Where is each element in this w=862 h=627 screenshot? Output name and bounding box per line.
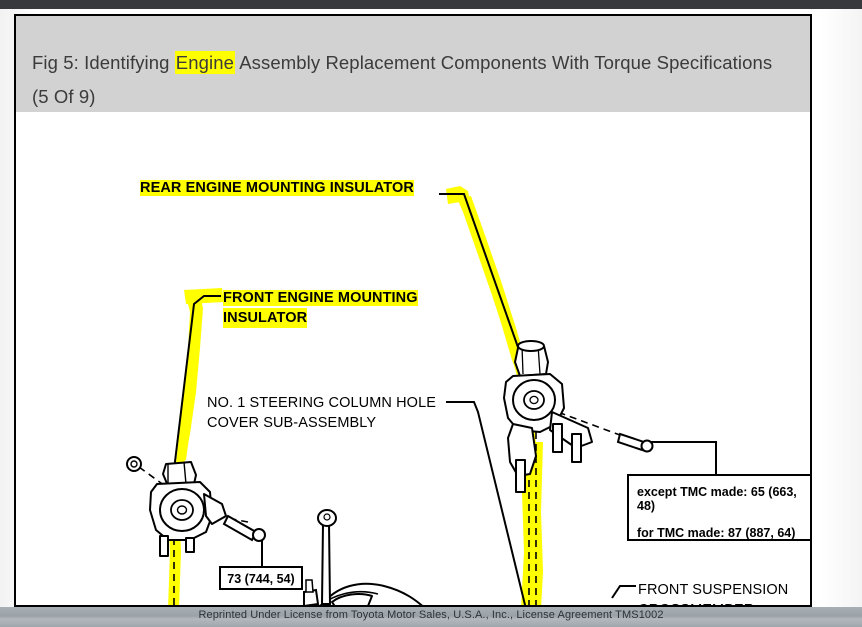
torque-spec-box-front-mount: 73 (744, 54) — [219, 566, 303, 590]
diagram-artwork — [126, 186, 717, 605]
torque-spec-box-rear-mount: except TMC made: 65 (663, 48) for TMC mad… — [627, 474, 810, 541]
label-front-engine-mounting-insulator-line1: FRONT ENGINE MOUNTING — [223, 290, 418, 306]
label-front-suspension-crossmember-line1: FRONT SUSPENSION — [638, 582, 789, 598]
leader-steering-cover — [446, 401, 527, 605]
figure-header: Fig 5: Identifying Engine Assembly Repla… — [16, 16, 810, 112]
engine-mount-diagram: REAR ENGINE MOUNTING INSULATOR FRONT ENG… — [16, 112, 810, 605]
rear-mount-bolt — [616, 432, 654, 453]
leader-front-insulator — [173, 295, 221, 471]
front-suspension-crossmember — [319, 582, 423, 605]
figure-title-before: Fig 5: Identifying — [32, 52, 175, 73]
torque-spec-for-tmc: for TMC made: 87 (887, 64) — [637, 526, 796, 540]
torque-spec-front-mount-value: 73 (744, 54) — [227, 572, 295, 586]
label-front-engine-mounting-insulator-line2: INSULATOR — [223, 308, 308, 328]
footer-bar — [0, 607, 862, 627]
front-engine-mount-assembly — [149, 461, 227, 557]
figure-title: Fig 5: Identifying Engine Assembly Repla… — [32, 46, 794, 114]
leader-rear-insulator — [439, 193, 527, 371]
torque-spec-except-tmc: except TMC made: 65 (663, 48) — [637, 485, 797, 513]
label-steering-column-hole-cover: NO. 1 STEERING COLUMN HOLE COVER SUB-ASSE… — [207, 393, 436, 433]
figure-title-highlighted-term: Engine — [174, 51, 236, 74]
leader-crossmember — [611, 585, 636, 599]
label-steering-column-hole-cover-line1: NO. 1 STEERING COLUMN HOLE — [207, 395, 436, 411]
leader-torque-large — [649, 441, 717, 474]
label-rear-engine-mounting-insulator-text: REAR ENGINE MOUNTING INSULATOR — [140, 180, 414, 196]
figure-title-after: Assembly Replacement Components With Tor… — [32, 52, 773, 107]
browser-top-bar — [0, 0, 862, 9]
label-front-suspension-crossmember: FRONT SUSPENSION CROSSMEMBER — [638, 580, 788, 605]
label-front-suspension-crossmember-line2: CROSSMEMBER — [638, 600, 788, 605]
rear-engine-mount-assembly — [503, 340, 593, 493]
leader-lines — [173, 193, 717, 605]
label-front-engine-mounting-insulator: FRONT ENGINE MOUNTING INSULATOR — [223, 288, 418, 328]
front-mount-bolt — [222, 514, 266, 542]
label-rear-engine-mounting-insulator: REAR ENGINE MOUNTING INSULATOR — [140, 178, 414, 198]
figure-panel: Fig 5: Identifying Engine Assembly Repla… — [14, 14, 812, 607]
stabilizer-link — [303, 509, 337, 605]
label-steering-column-hole-cover-line2: COVER SUB-ASSEMBLY — [207, 415, 377, 431]
footer-license-text: Reprinted Under License from Toyota Moto… — [198, 609, 664, 621]
front-mount-nut — [126, 456, 142, 472]
